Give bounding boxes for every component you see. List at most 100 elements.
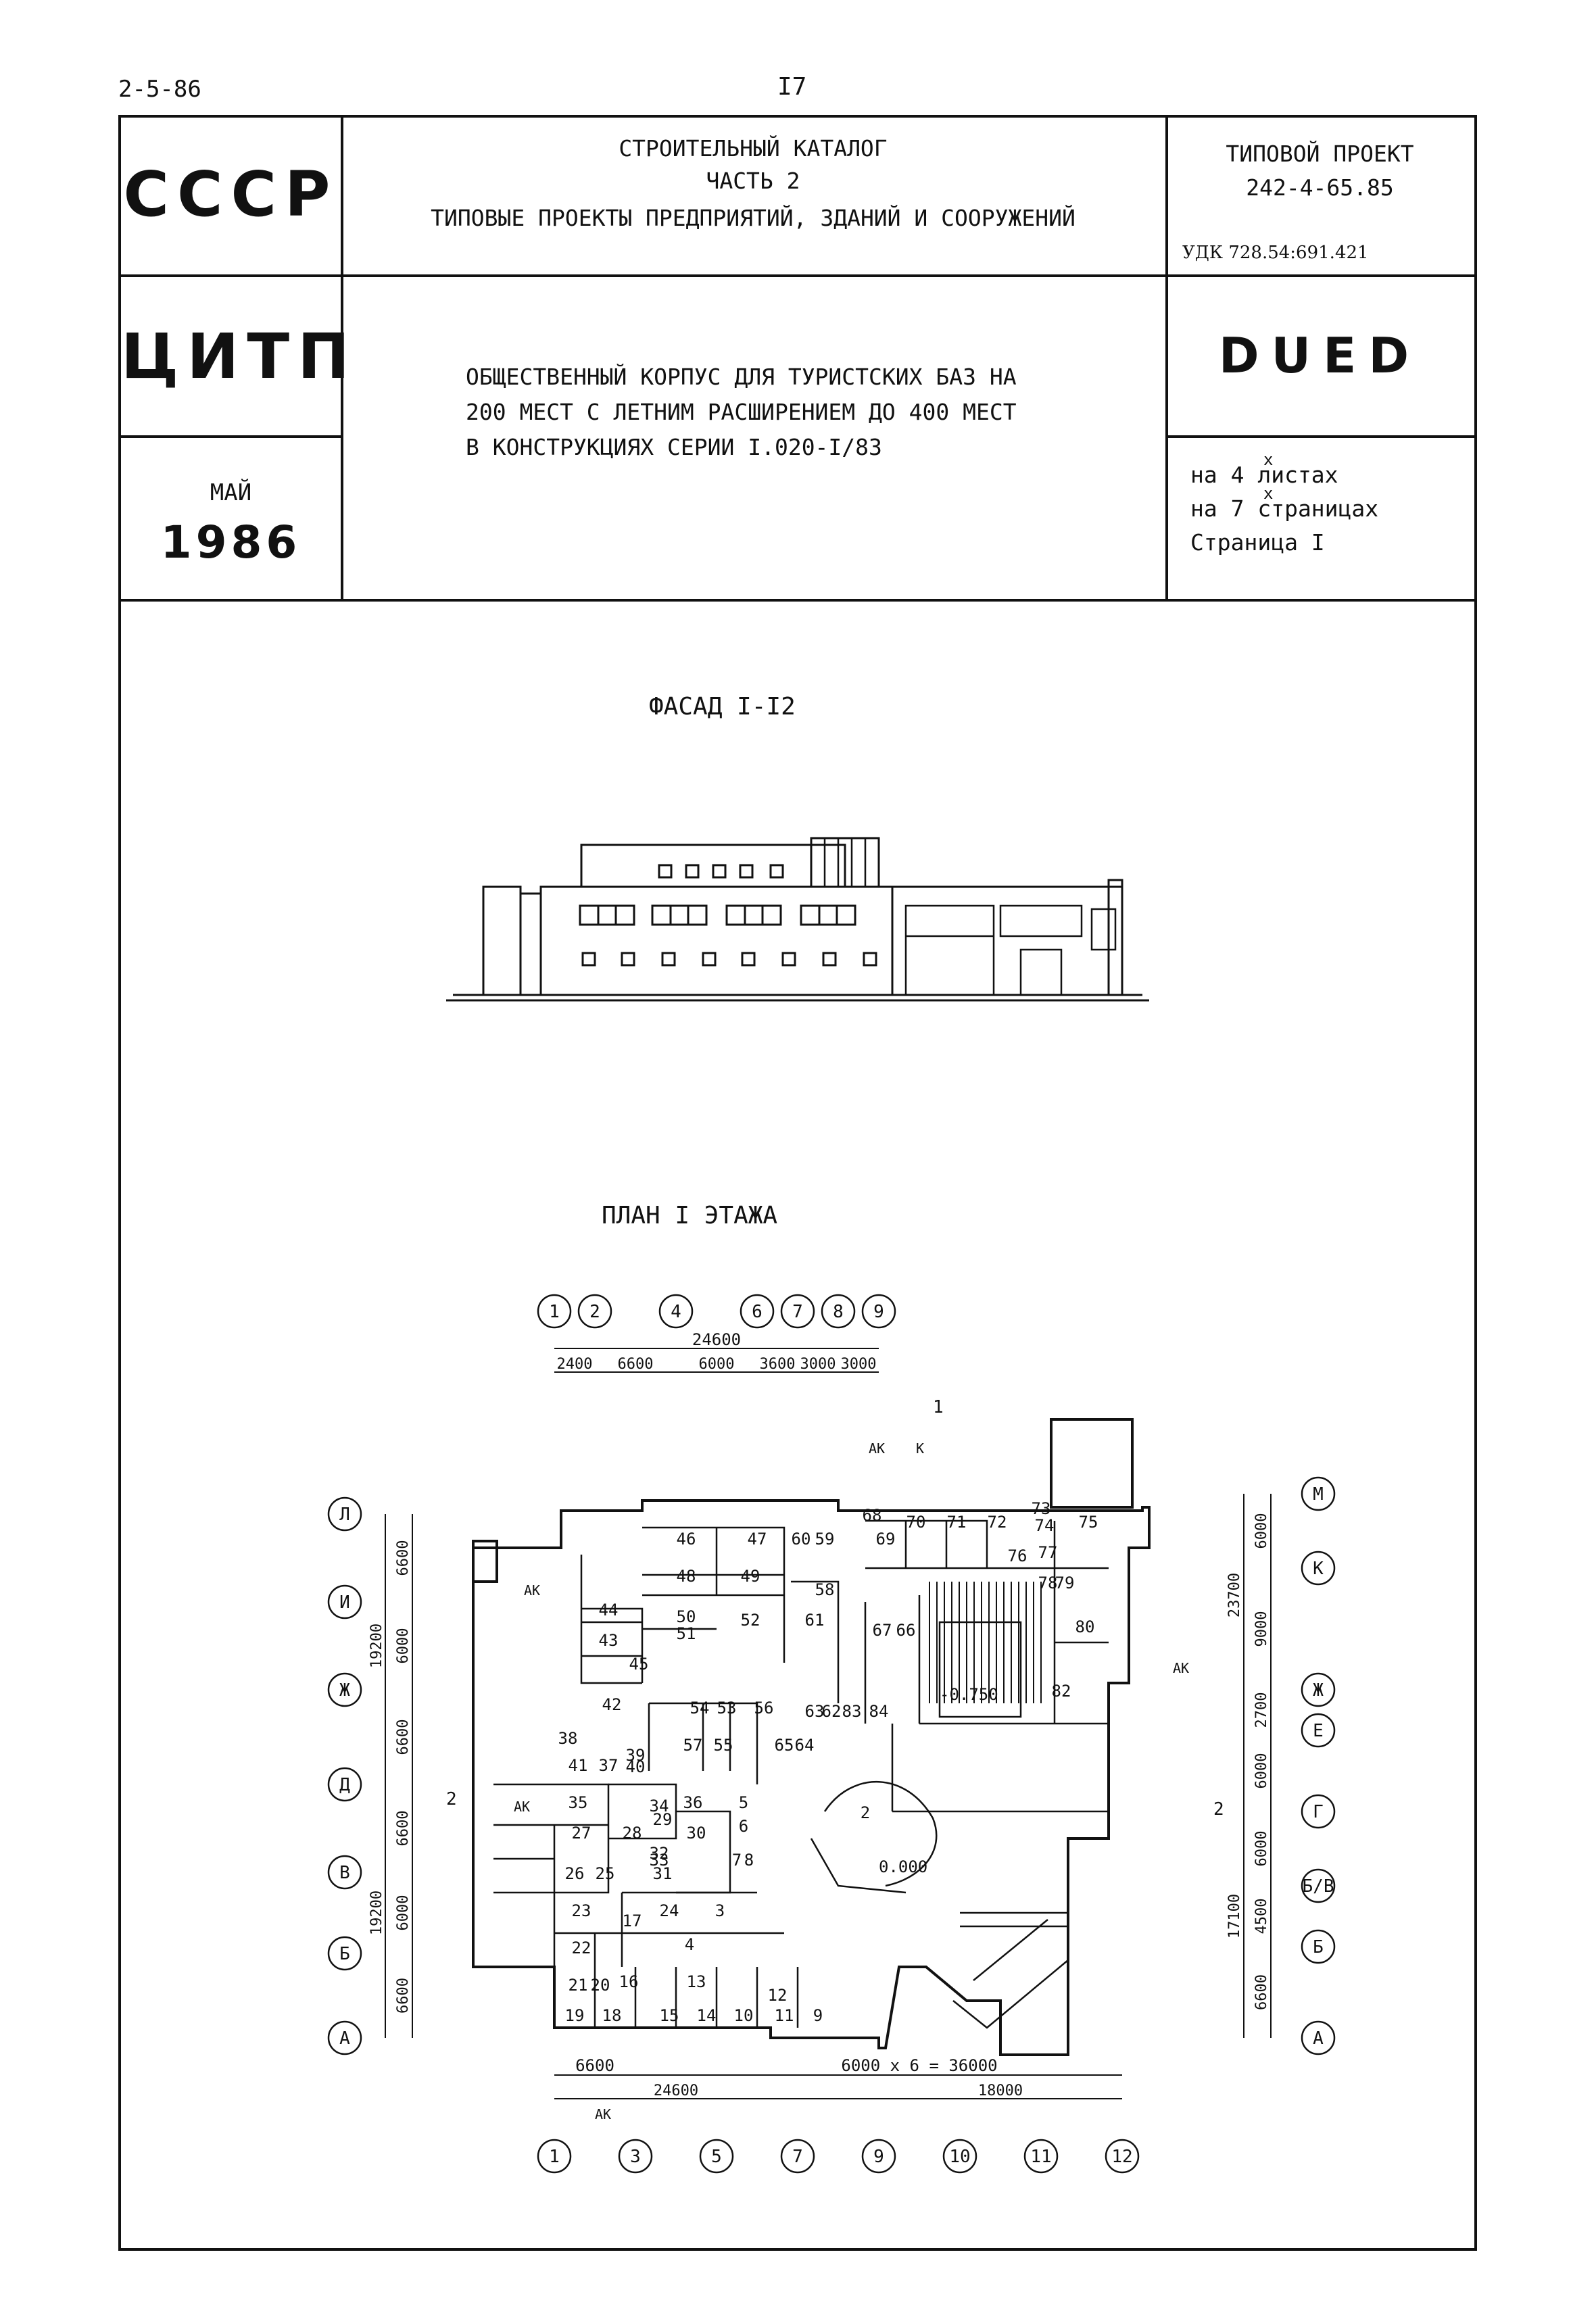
facade-drawing <box>446 837 1149 1002</box>
left-dim-0: 6600 <box>395 1540 412 1576</box>
room-number-19: 19 <box>565 2006 585 2025</box>
room-number-57: 57 <box>683 1736 703 1755</box>
svg-text:10: 10 <box>949 2147 970 2167</box>
pages-superscript: х <box>1263 484 1274 503</box>
room-number-69: 69 <box>876 1530 896 1549</box>
axis-marker-right-0: М <box>1301 1476 1336 1511</box>
ak-marker-top: АК <box>869 1440 885 1457</box>
svg-text:1: 1 <box>549 2147 560 2167</box>
svg-text:6: 6 <box>752 1302 763 1322</box>
room-number-78: 78 <box>1038 1574 1058 1592</box>
axis-marker-bottom-3: 3 <box>618 2139 653 2174</box>
top-dim-5: 3000 <box>841 1356 877 1373</box>
room-number-36: 36 <box>683 1793 703 1812</box>
axis-marker-top-1: 1 <box>537 1294 572 1329</box>
left-dim-4: 6000 <box>395 1895 412 1931</box>
right-dim-2: 2700 <box>1253 1692 1270 1728</box>
room-number-68: 68 <box>863 1506 882 1525</box>
room-number-25: 25 <box>596 1864 615 1883</box>
room-number-64: 64 <box>795 1736 815 1755</box>
axis-marker-bottom-5: 5 <box>699 2139 734 2174</box>
section-mark-left-1: 2 <box>446 1789 457 1809</box>
room-number-47: 47 <box>748 1530 767 1549</box>
top-dim-2: 6000 <box>699 1356 735 1373</box>
svg-text:2: 2 <box>589 1302 600 1322</box>
room-number-62: 62 <box>822 1702 842 1721</box>
section-mark-left-0: 1 <box>933 1397 944 1417</box>
svg-text:Б/В: Б/В <box>1303 1876 1334 1897</box>
year-label: 1986 <box>160 516 301 568</box>
room-number-20: 20 <box>591 1976 610 1995</box>
udk-label: УДК 728.54:691.421 <box>1182 243 1369 263</box>
room-number-2: 2 <box>861 1803 870 1822</box>
room-number-51: 51 <box>677 1624 696 1643</box>
room-number-18: 18 <box>602 2006 622 2025</box>
stamp-divider-left <box>121 435 341 438</box>
room-number-61: 61 <box>805 1611 825 1630</box>
room-number-30: 30 <box>687 1824 706 1843</box>
stamp-col-left <box>341 118 343 599</box>
axis-marker-top-4: 4 <box>658 1294 694 1329</box>
svg-text:1: 1 <box>549 1302 560 1322</box>
room-number-15: 15 <box>660 2006 679 2025</box>
axis-marker-left-2: Ж <box>327 1672 362 1707</box>
left-dim-5: 6600 <box>395 1978 412 2014</box>
svg-text:М: М <box>1313 1484 1324 1505</box>
room-number-84: 84 <box>869 1702 889 1721</box>
stamp-divider-1 <box>121 274 1474 277</box>
axis-marker-bottom-12: 12 <box>1105 2139 1140 2174</box>
axis-marker-bottom-1: 1 <box>537 2139 572 2174</box>
month-label: МАЙ <box>210 479 252 506</box>
room-number-34: 34 <box>650 1797 669 1816</box>
right-total-1: 17100 <box>1226 1894 1243 1939</box>
left-dim-3: 6600 <box>395 1811 412 1847</box>
plan-title: ПЛАН I ЭТАЖА <box>602 1202 778 1229</box>
axis-marker-top-8: 8 <box>821 1294 856 1329</box>
bottom-sub-1: 18000 <box>978 2082 1023 2099</box>
k-marker-top: К <box>916 1440 924 1457</box>
axis-marker-right-1: К <box>1301 1551 1336 1586</box>
room-number-70: 70 <box>906 1513 926 1532</box>
ak-marker-left-upper: АК <box>524 1582 540 1599</box>
svg-text:7: 7 <box>792 1302 803 1322</box>
room-number-12: 12 <box>768 1986 788 2005</box>
svg-text:11: 11 <box>1030 2147 1051 2167</box>
room-number-56: 56 <box>754 1699 774 1717</box>
room-number-16: 16 <box>619 1972 639 1991</box>
room-number-24: 24 <box>660 1901 679 1920</box>
org-label: ЦИТП <box>121 320 358 393</box>
axis-marker-left-5: Б <box>327 1936 362 1971</box>
right-total-0: 23700 <box>1226 1573 1243 1617</box>
axis-marker-right-4: Г <box>1301 1794 1336 1829</box>
stamp-col-right <box>1165 118 1168 599</box>
room-number-8: 8 <box>744 1851 754 1870</box>
elevation-label-1: -0.750 <box>940 1685 998 1704</box>
svg-text:9: 9 <box>873 2147 884 2167</box>
svg-text:Л: Л <box>339 1505 350 1525</box>
room-number-79: 79 <box>1055 1574 1075 1592</box>
room-number-21: 21 <box>569 1976 588 1995</box>
room-number-59: 59 <box>815 1530 835 1549</box>
project-number: 242-4-65.85 <box>1246 174 1394 201</box>
axis-marker-bottom-9: 9 <box>861 2139 896 2174</box>
axis-marker-bottom-7: 7 <box>780 2139 815 2174</box>
room-number-82: 82 <box>1052 1682 1071 1701</box>
room-number-33: 33 <box>650 1851 669 1870</box>
svg-text:Б: Б <box>1313 1937 1324 1957</box>
room-number-53: 53 <box>717 1699 737 1717</box>
bottom-dim-1: 6000 x 6 = 36000 <box>841 2056 997 2075</box>
room-number-72: 72 <box>988 1513 1007 1532</box>
axis-marker-right-5: Б/В <box>1301 1868 1336 1903</box>
room-number-77: 77 <box>1038 1543 1058 1562</box>
top-dim-4: 3000 <box>800 1356 836 1373</box>
catalog-line-1: СТРОИТЕЛЬНЫЙ КАТАЛОГ <box>619 135 888 162</box>
svg-text:12: 12 <box>1111 2147 1132 2167</box>
svg-text:Б: Б <box>339 1944 350 1964</box>
country-label: СССР <box>123 158 339 230</box>
room-number-54: 54 <box>690 1699 710 1717</box>
room-number-67: 67 <box>873 1621 892 1640</box>
room-number-83: 83 <box>842 1702 862 1721</box>
room-number-11: 11 <box>775 2006 794 2025</box>
axis-marker-left-4: В <box>327 1855 362 1890</box>
room-number-38: 38 <box>558 1729 578 1748</box>
